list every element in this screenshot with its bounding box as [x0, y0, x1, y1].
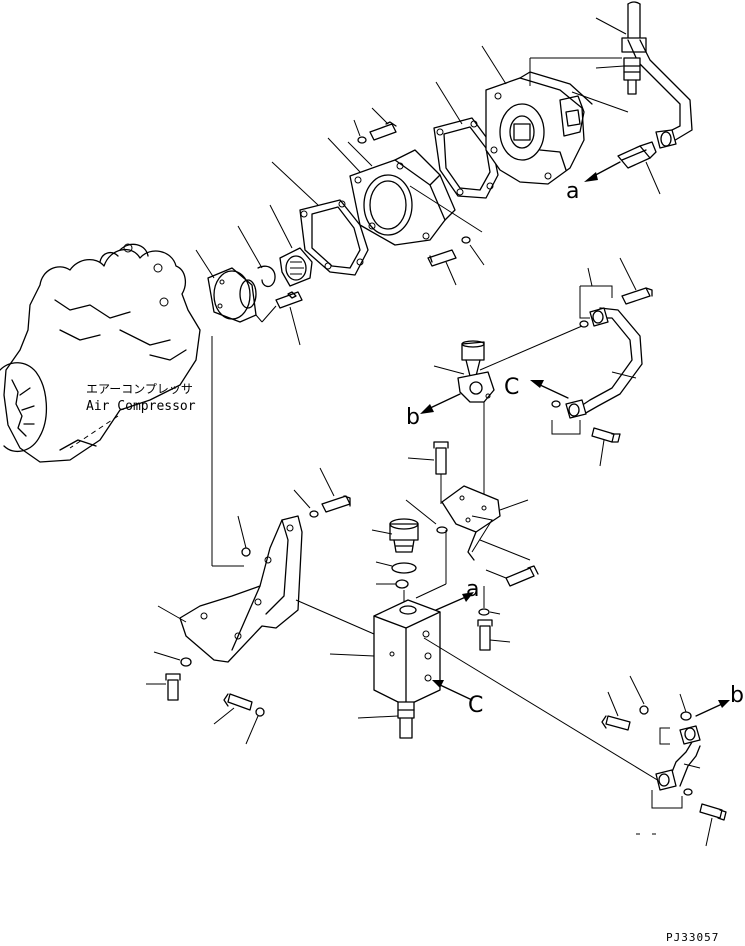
ref-arrow-a-low: a: [435, 577, 479, 611]
gasket-2: [433, 117, 499, 199]
pump: [485, 71, 593, 185]
ref-arrow-a-top: a: [566, 161, 621, 204]
tube-mid-bolt-top: [579, 257, 653, 328]
tube-bottom-bolt-low: [699, 803, 727, 847]
housing-bolt-bottom: [409, 185, 485, 286]
o-ring-small: [395, 579, 409, 589]
adapter-housing: [349, 149, 456, 246]
compressor-label-en: Air Compressor: [86, 399, 196, 414]
bracket-bolt-vertical: [407, 441, 449, 504]
ref-label-b-mid: b: [406, 405, 420, 430]
tube-bottom: [655, 725, 701, 791]
compressor-leader: [69, 415, 119, 449]
drain-valve: [457, 340, 495, 403]
left-bracket-bolt-bottom: [213, 693, 265, 745]
ref-arrow-c-mid: C: [504, 375, 569, 400]
left-bracket-bolt-top: [293, 467, 351, 518]
air-compressor: エアーコンプレッサ Air Compressor: [0, 243, 201, 463]
plug: [389, 518, 419, 553]
snap-ring: [257, 265, 276, 288]
ref-arrow-c-low: C: [432, 680, 483, 718]
tube-bottom-bolt-top: [601, 675, 692, 731]
elbow-fitting: [623, 57, 641, 95]
ref-arrow-b-low: b: [695, 683, 744, 717]
ref-label-c-low: C: [468, 693, 483, 718]
ref-arrow-b-mid: b: [406, 393, 461, 430]
straight-fitting: [617, 141, 657, 169]
ref-label-a-low: a: [466, 577, 479, 602]
left-bracket-bolt-low: [146, 673, 181, 701]
left-bracket: [179, 515, 303, 663]
bracket-washer: [436, 526, 448, 534]
center-bracket: [441, 485, 501, 561]
ref-label-a-top: a: [566, 179, 579, 204]
ref-label-b-low: b: [730, 683, 744, 708]
tube-mid-bolt-bottom: [551, 400, 621, 467]
ref-label-c-mid: C: [504, 375, 519, 400]
tube-top: [621, 1, 693, 149]
drawing-code: PJ33057: [666, 931, 719, 944]
block-bolt-right: [477, 586, 511, 651]
compressor-label-jp: エアーコンプレッサ: [86, 382, 193, 396]
left-bracket-washer-low: [180, 657, 192, 667]
left-bracket-washer-top: [241, 547, 251, 557]
valve-block: [373, 599, 441, 707]
bearing: [279, 247, 313, 287]
tube-bottom-washer: [683, 788, 693, 796]
drive-flange: [207, 267, 257, 323]
bracket-bolt-side: [485, 565, 539, 587]
gasket-1: [299, 199, 369, 276]
flange-bolt: [275, 291, 303, 346]
o-ring-large: [391, 562, 417, 574]
housing-bolt-top: [347, 107, 397, 167]
block-bottom-fitting: [357, 701, 415, 739]
tube-mid: [565, 307, 643, 419]
